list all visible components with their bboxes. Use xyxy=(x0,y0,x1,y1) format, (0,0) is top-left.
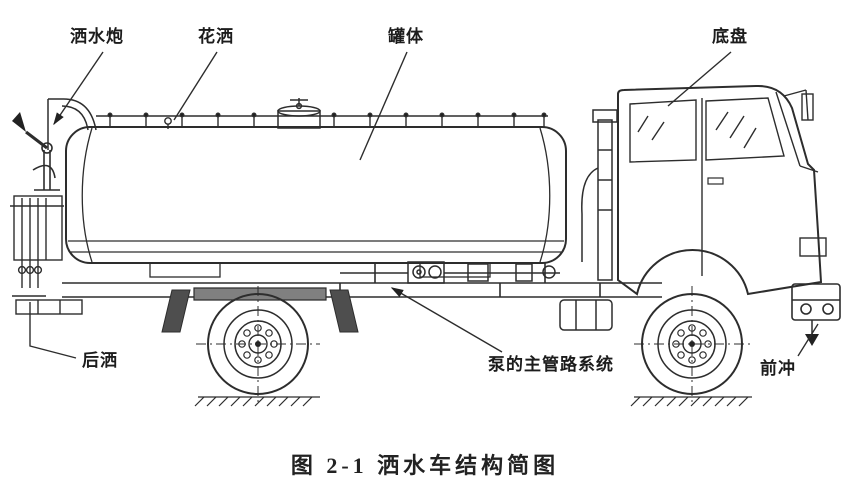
label-tank: 罐体 xyxy=(388,27,424,46)
chassis-frame xyxy=(62,263,662,298)
front-bumper xyxy=(791,283,841,321)
front-wheel xyxy=(634,286,750,406)
rear-handrail xyxy=(47,98,97,150)
leader-sprinkler xyxy=(173,51,218,121)
manhole xyxy=(277,98,321,129)
leader-chassis xyxy=(667,51,732,107)
pump-assembly xyxy=(340,261,560,284)
cab-outline xyxy=(617,84,827,296)
tank-body xyxy=(65,126,567,278)
tank-top-rail xyxy=(96,112,548,129)
exhaust-stack xyxy=(581,109,618,281)
leader-pump xyxy=(390,287,503,353)
rear-wheel xyxy=(196,286,320,406)
label-sprinkler: 花洒 xyxy=(198,27,234,46)
label-water-cannon: 洒水炮 xyxy=(70,27,124,46)
leader-lines xyxy=(29,51,819,359)
leader-tank xyxy=(359,51,408,161)
leader-front-flush xyxy=(797,323,819,357)
cab-windows xyxy=(629,97,785,163)
label-pump-pipeline: 泵的主管路系统 xyxy=(488,355,614,374)
ground-hatch-front xyxy=(630,396,752,407)
side-mirror xyxy=(783,89,814,121)
ground-hatch-rear xyxy=(194,396,320,407)
label-rear-spray: 后洒 xyxy=(82,351,118,370)
front-flush-nozzle xyxy=(805,320,819,346)
leader-water-cannon xyxy=(53,51,104,126)
water-cannon xyxy=(12,112,60,191)
figure-caption: 图 2-1 洒水车结构简图 xyxy=(290,453,560,478)
label-front-flush: 前冲 xyxy=(760,359,796,378)
rear-spray-pipes xyxy=(10,195,83,315)
leader-rear-spray xyxy=(29,302,77,359)
label-chassis: 底盘 xyxy=(712,27,748,46)
battery-box xyxy=(559,299,613,331)
